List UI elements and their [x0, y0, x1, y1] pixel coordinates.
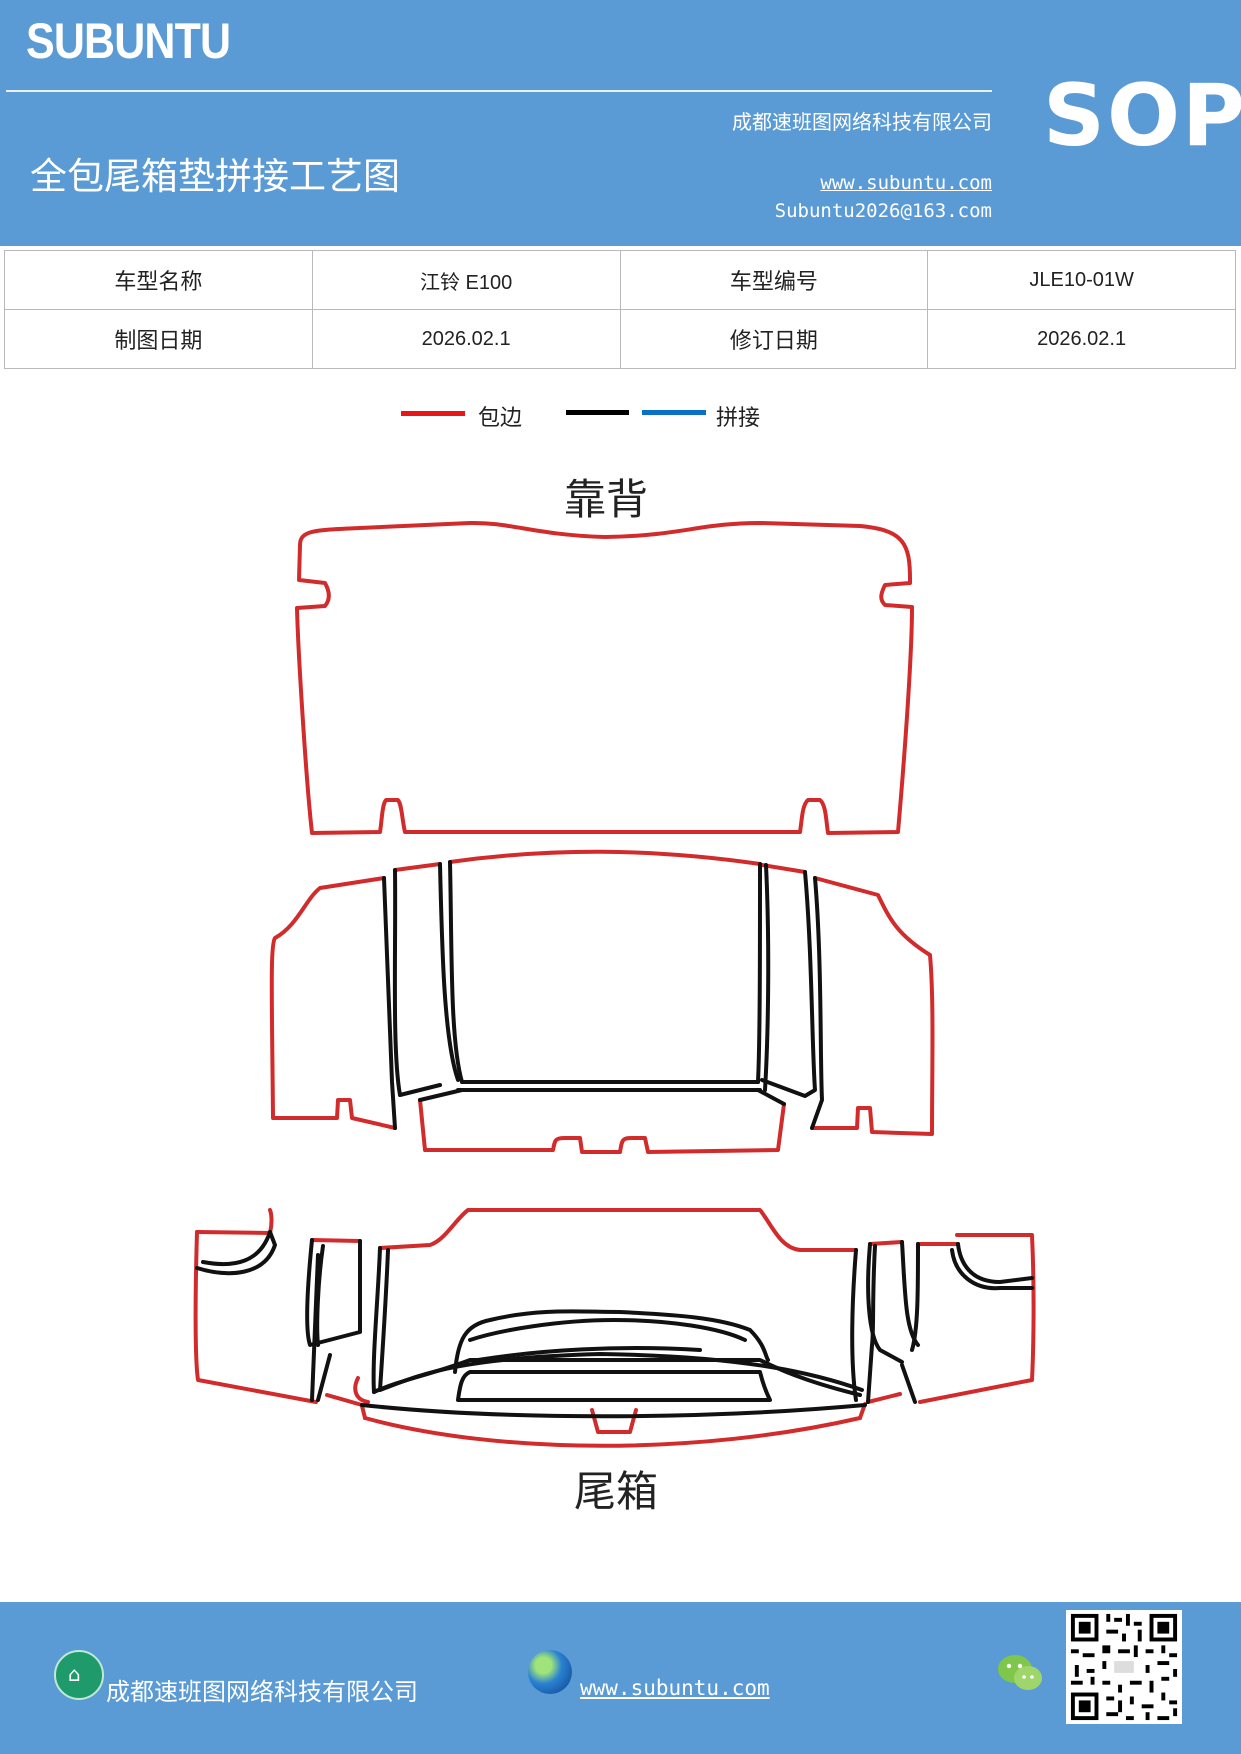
- wechat-icon: [998, 1655, 1042, 1690]
- legend-label-seam: 拼接: [716, 406, 761, 431]
- table-row: 制图日期 2026.02.1 修订日期 2026.02.1: [4, 309, 1236, 369]
- table-cell: 制图日期: [4, 309, 313, 369]
- email-address: Subuntu2026@163.com: [774, 200, 992, 222]
- vehicle-info-table: 车型名称 江铃 E100 车型编号 JLE10-01W 制图日期 2026.02…: [4, 250, 1236, 369]
- header-divider: [6, 90, 992, 92]
- building-icon: ⌂: [54, 1650, 104, 1700]
- table-cell: 车型编号: [619, 250, 929, 310]
- header-banner: SUBUNTU 成都速班图网络科技有限公司 全包尾箱垫拼接工艺图 www.sub…: [0, 0, 1241, 246]
- table-row: 车型名称 江铃 E100 车型编号 JLE10-01W: [4, 250, 1236, 310]
- footer-website-link[interactable]: www.subuntu.com: [580, 1676, 770, 1700]
- table-cell: 江铃 E100: [311, 250, 621, 310]
- globe-icon: [528, 1650, 572, 1694]
- brand-logo: SUBUNTU: [26, 13, 231, 69]
- sop-badge: SOP: [1043, 66, 1241, 166]
- legend-black-line: [566, 410, 629, 415]
- footer-company-name: 成都速班图网络科技有限公司: [106, 1678, 418, 1706]
- qr-code[interactable]: [1066, 1610, 1182, 1724]
- table-cell: JLE10-01W: [927, 250, 1236, 310]
- backrest-label: 靠背: [564, 475, 649, 524]
- company-name: 成都速班图网络科技有限公司: [732, 110, 992, 134]
- middle-floor-seams: [382, 860, 824, 1130]
- trunk-label: 尾箱: [574, 1467, 659, 1516]
- table-cell: 修订日期: [619, 309, 929, 369]
- table-cell: 2026.02.1: [311, 309, 621, 369]
- trunk-floor-edging: [193, 1208, 1036, 1448]
- middle-floor-edging: [269, 849, 935, 1154]
- legend: 包边 拼接: [0, 400, 1241, 440]
- backrest-panel: [295, 520, 914, 835]
- legend-label-edge: 包边: [478, 406, 523, 431]
- legend-red-line: [401, 411, 465, 416]
- table-cell: 2026.02.1: [927, 309, 1236, 369]
- table-cell: 车型名称: [4, 250, 313, 310]
- legend-blue-line: [642, 410, 706, 415]
- website-link[interactable]: www.subuntu.com: [820, 172, 992, 194]
- page-title: 全包尾箱垫拼接工艺图: [30, 155, 400, 198]
- footer-banner: ⌂ 成都速班图网络科技有限公司 www.subuntu.com: [0, 1602, 1241, 1754]
- trunk-floor-seams: [195, 1230, 1034, 1419]
